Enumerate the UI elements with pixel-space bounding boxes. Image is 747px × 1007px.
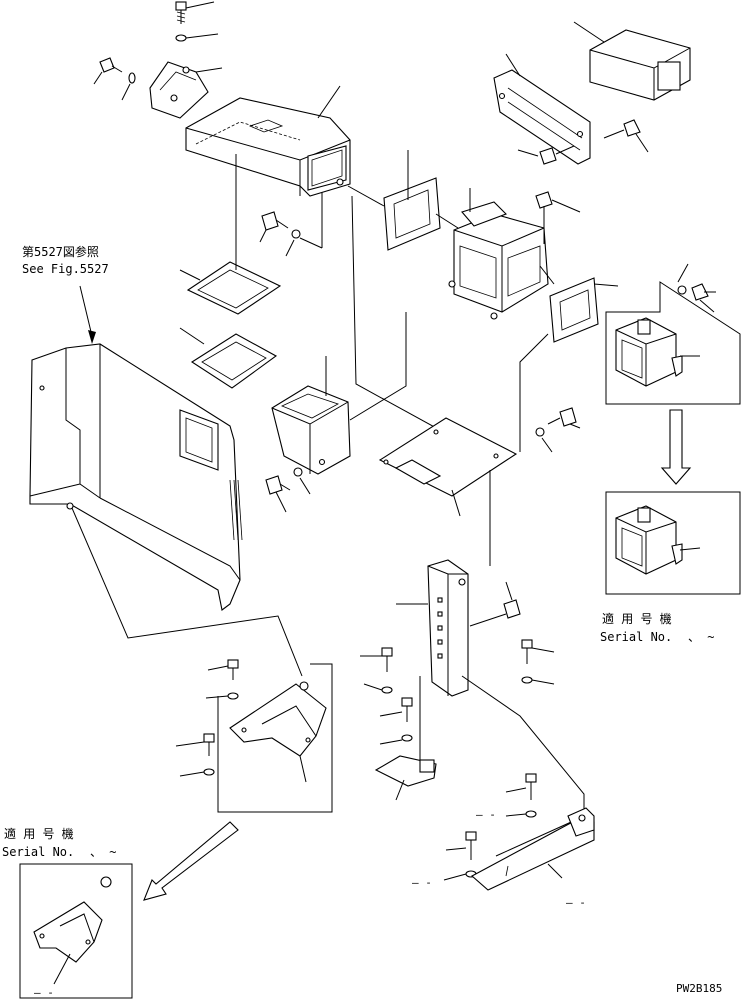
washer-icon	[505, 810, 537, 818]
callout-mark: – -	[412, 876, 432, 889]
bolt-icon	[207, 659, 239, 680]
washer-icon	[205, 692, 239, 700]
washer-icon	[535, 427, 553, 453]
bolt-icon	[175, 1, 215, 24]
leader-line	[71, 507, 303, 677]
mounting-plate	[378, 417, 518, 517]
detail-box-lower	[605, 491, 741, 595]
vertical-stand	[396, 559, 469, 697]
serial-note-right: 適 用 号 機 Serial No. 、 ~	[600, 611, 714, 644]
svg-text:、 ~: 、 ~	[688, 630, 714, 644]
figure-code: PW2B185	[676, 982, 722, 995]
washer-icon	[521, 676, 555, 685]
side-panel	[29, 343, 243, 611]
detail-box-lower-left: – -	[19, 863, 133, 999]
bolt-icon	[175, 733, 215, 756]
bolt-icon	[535, 191, 581, 244]
base-bracket	[374, 755, 437, 801]
callout-mark: – -	[476, 808, 496, 821]
svg-text:、 ~: 、 ~	[90, 845, 116, 859]
leader-line	[435, 213, 459, 229]
serial-note-left: 適 用 号 機 Serial No. 、 ~	[2, 826, 116, 859]
svg-text:Serial No.: Serial No.	[600, 630, 672, 644]
bolt-icon	[691, 283, 716, 313]
svg-text:Serial No.: Serial No.	[2, 845, 74, 859]
gasket-icon	[549, 277, 619, 343]
arrow-down-icon	[660, 409, 692, 485]
leader-line	[519, 333, 549, 452]
svg-text:See Fig.5527: See Fig.5527	[22, 262, 109, 276]
duct-icon	[271, 356, 351, 475]
arrow-diagonal-icon	[143, 821, 239, 901]
leader-line	[461, 675, 585, 818]
detail-box-upper	[605, 281, 741, 405]
bolt-icon	[603, 119, 649, 153]
washer-icon	[677, 263, 689, 295]
bolt-icon	[469, 581, 521, 627]
distribution-duct	[448, 188, 549, 320]
svg-text:– -: – -	[34, 986, 54, 999]
svg-text:適 用 号 機: 適 用 号 機	[602, 611, 672, 626]
reference-note: 第5527図参照 See Fig.5527	[22, 244, 109, 344]
bolt-icon	[379, 697, 413, 722]
leader-line	[347, 185, 385, 207]
bolt-icon	[445, 831, 477, 860]
detail-frame	[217, 663, 333, 813]
washer-icon	[293, 467, 311, 495]
lower-left-bracket	[229, 681, 327, 783]
callout-mark: – -	[566, 896, 586, 909]
bolt-icon	[517, 145, 575, 165]
bolt-icon	[360, 647, 393, 672]
washer-icon	[443, 870, 477, 881]
leader-line	[399, 676, 421, 771]
upper-duct	[185, 85, 351, 197]
washer-icon	[179, 768, 215, 777]
bolt-icon	[259, 211, 289, 243]
gasket-icon	[179, 327, 278, 389]
washer-icon	[379, 734, 413, 745]
leader-line	[349, 312, 407, 421]
long-bracket	[471, 807, 595, 891]
bolt-icon	[93, 57, 123, 85]
bolt-icon	[505, 773, 537, 800]
bolt-icon	[265, 475, 291, 513]
svg-text:第5527図参照: 第5527図参照	[22, 244, 99, 259]
gasket-icon	[179, 261, 282, 315]
mounting-bracket	[493, 53, 591, 165]
bracket-icon	[149, 61, 223, 119]
bolt-icon	[547, 407, 581, 429]
washer-icon	[121, 72, 136, 101]
leader-line	[539, 265, 555, 285]
washer-icon	[175, 33, 219, 42]
bolt-icon	[521, 639, 555, 664]
washer-icon	[363, 683, 393, 694]
gasket-icon	[383, 150, 441, 251]
control-box	[573, 21, 691, 101]
svg-text:適 用 号 機: 適 用 号 機	[4, 826, 74, 841]
washer-icon	[285, 229, 323, 257]
